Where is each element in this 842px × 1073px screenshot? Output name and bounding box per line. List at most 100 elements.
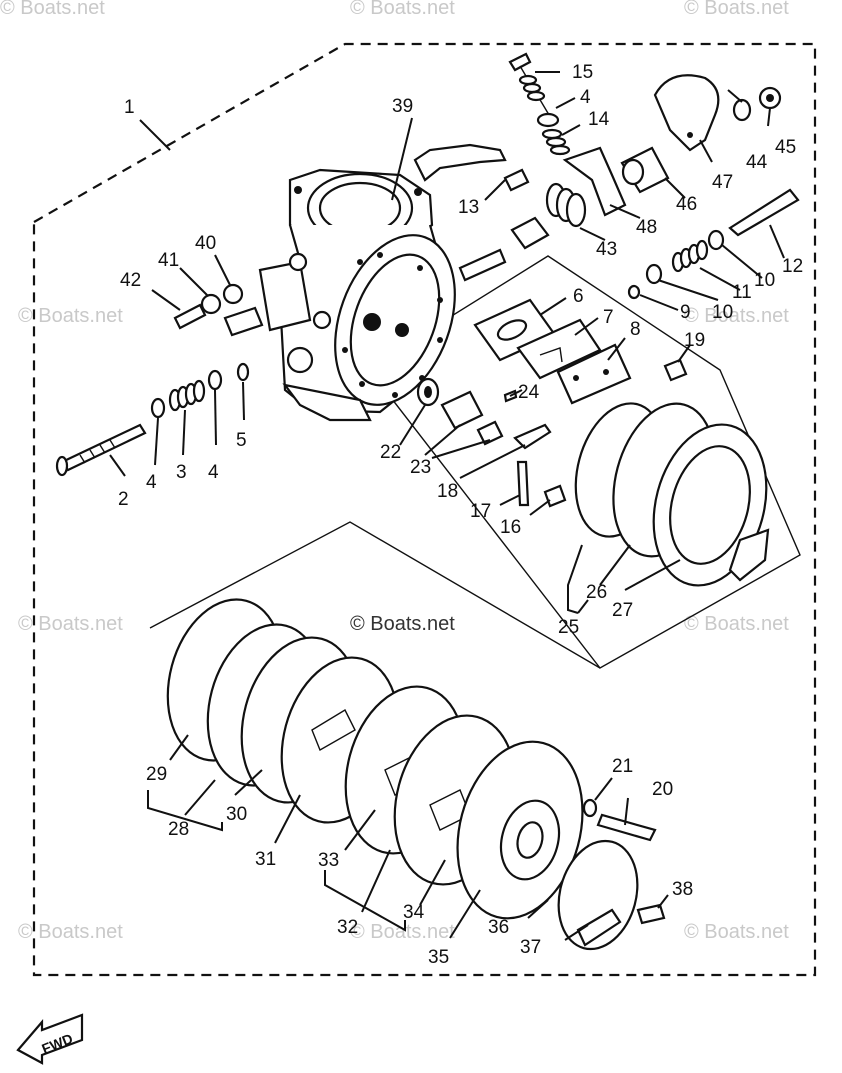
spring-part [168, 379, 206, 412]
screw-part [543, 484, 567, 508]
screw-part [636, 903, 666, 925]
part-label: 22 [380, 442, 401, 463]
screw-part [596, 813, 657, 842]
washer-part [707, 229, 725, 251]
watermark-center: © Boats.net [350, 613, 455, 635]
lower-subassembly-outline [149, 521, 601, 669]
cover-part [653, 74, 720, 152]
part-label: 21 [612, 756, 633, 777]
washer-part [150, 397, 166, 419]
carburetor-body [258, 168, 456, 422]
part-label: 36 [488, 917, 509, 938]
torsion-spring-part [545, 182, 587, 228]
part-label: 26 [586, 582, 607, 603]
part-label: 4 [208, 462, 219, 483]
part-label: 33 [318, 850, 339, 871]
part-label: 30 [226, 804, 247, 825]
washer-part [536, 112, 560, 128]
part-label: 31 [255, 849, 276, 870]
part-label: 28 [168, 819, 189, 840]
washer-part [200, 293, 222, 315]
spring-part [518, 74, 546, 102]
part-label: 16 [500, 517, 521, 538]
part-label: 29 [146, 764, 167, 785]
diaphragm-stack-upper [574, 402, 770, 587]
fitting-part [440, 390, 484, 430]
part-label: 9 [680, 302, 691, 323]
part-label: 48 [636, 217, 657, 238]
part-labels: 1 2 3 4 4 4 5 6 7 8 9 10 10 11 12 13 14 … [118, 62, 803, 968]
lever-part [513, 423, 552, 450]
part-label: 45 [775, 137, 796, 158]
part-label: 40 [195, 233, 216, 254]
idle-screw-part [55, 423, 147, 477]
part-label: 17 [470, 501, 491, 522]
part-label: 18 [437, 481, 458, 502]
part-label: 32 [337, 917, 358, 938]
part-label: 34 [403, 902, 425, 923]
part-label: 41 [158, 250, 179, 271]
part-label: 47 [712, 172, 733, 193]
part-label: 15 [572, 62, 593, 83]
part-label: 6 [573, 286, 584, 307]
part-label: 23 [410, 457, 431, 478]
needle-part [728, 188, 800, 237]
part-label: 44 [746, 152, 768, 173]
watermark: © Boats.net [684, 921, 789, 943]
part-label: 42 [120, 270, 141, 291]
screw-part [663, 358, 688, 382]
screw-part [503, 168, 530, 192]
diaphragm-stack-lower [166, 598, 639, 951]
part-label: 3 [176, 462, 187, 483]
rod-part [516, 460, 530, 507]
part-label: 38 [672, 879, 693, 900]
part-label: 7 [603, 307, 614, 328]
part-label: 46 [676, 194, 697, 215]
watermark: © Boats.net [350, 921, 455, 943]
part-label: 39 [392, 96, 413, 117]
plate-part [556, 343, 632, 405]
part-label: 20 [652, 779, 673, 800]
o-ring-part [627, 284, 641, 300]
part-label: 12 [782, 256, 803, 277]
watermark: © Boats.net [684, 0, 789, 19]
pin-part [508, 52, 532, 72]
part-label: 25 [558, 617, 579, 638]
washer-part [582, 798, 598, 818]
fwd-arrow-icon: FWD [16, 1013, 84, 1065]
washer-part [207, 369, 223, 391]
part-label: 10 [754, 270, 775, 291]
washer-part [645, 263, 663, 285]
spring-part [671, 239, 709, 273]
fitting-part [476, 420, 504, 446]
part-label: 8 [630, 319, 641, 340]
part-label: 1 [124, 97, 135, 118]
watermark: © Boats.net [684, 613, 789, 635]
part-label: 37 [520, 937, 541, 958]
part-label: 24 [518, 382, 540, 403]
part-label: 43 [596, 239, 617, 260]
part-label: 35 [428, 947, 449, 968]
fitting-part [223, 306, 264, 337]
watermark: © Boats.net [0, 0, 105, 19]
assembly-frame [32, 42, 817, 977]
part-label: 2 [118, 489, 129, 510]
part-label: 19 [684, 330, 705, 351]
leader-lines [109, 71, 785, 941]
part-label: 14 [588, 109, 610, 130]
part-label: 4 [580, 87, 591, 108]
part-label: 27 [612, 600, 633, 621]
part-label: 11 [732, 282, 752, 303]
part-label: 13 [458, 197, 479, 218]
pin-part [173, 303, 207, 330]
lever-part [562, 146, 627, 217]
part-label: 5 [236, 430, 247, 451]
bushing-part [510, 216, 550, 250]
part-label: 10 [712, 302, 733, 323]
spring-part [541, 128, 571, 156]
watermark: © Boats.net [18, 305, 123, 327]
clip-part [732, 98, 752, 122]
o-ring-part [236, 362, 250, 382]
shaft-part [458, 248, 507, 282]
watermark: © Boats.net [18, 921, 123, 943]
